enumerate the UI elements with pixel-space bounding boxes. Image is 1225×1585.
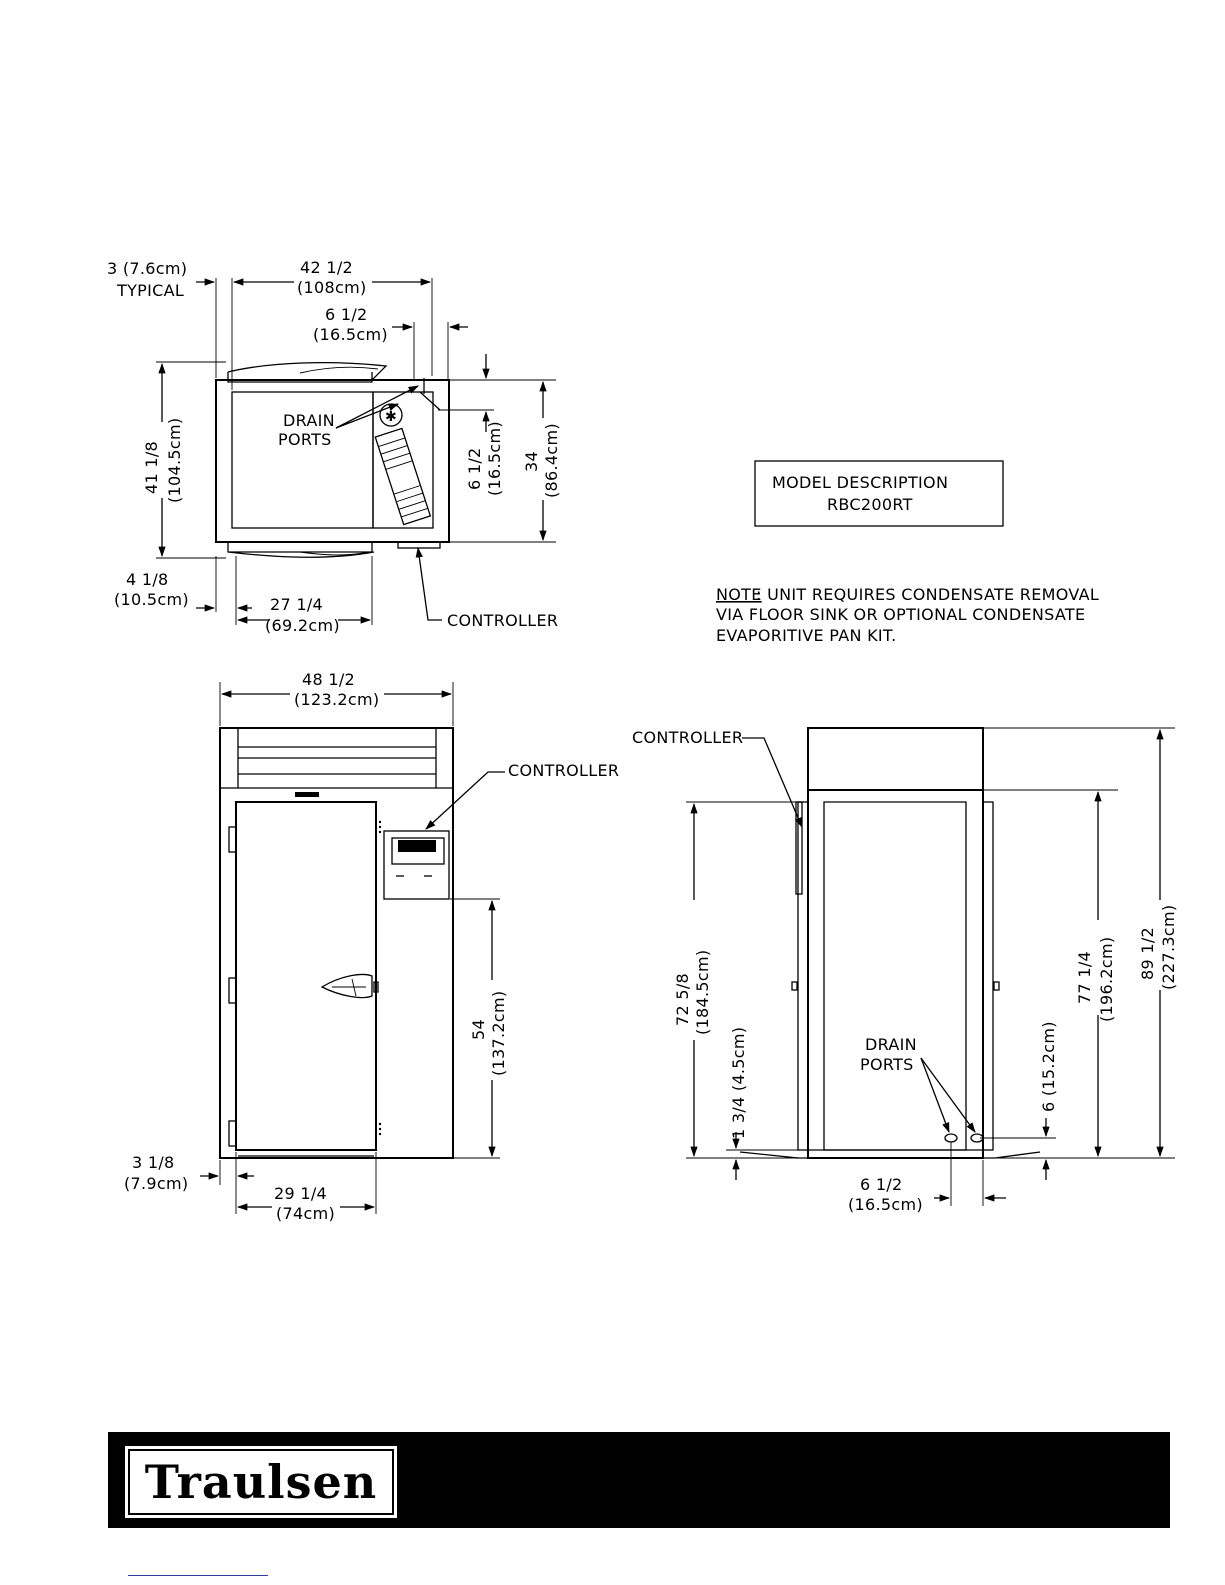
brand-name: Traulsen (144, 1455, 378, 1509)
top-controller-label: CONTROLLER (447, 611, 558, 630)
model-description-title: MODEL DESCRIPTION (772, 473, 948, 492)
side-controller-label: CONTROLLER (632, 728, 743, 747)
side-drain-ports-1: DRAIN (865, 1035, 917, 1054)
note-line-1: : UNIT REQUIRES CONDENSATE REMOVAL (756, 585, 1099, 604)
top-width-in: 42 1/2 (300, 258, 353, 277)
side-port-offset-in: 6 1/2 (860, 1175, 903, 1194)
front-width-cm: (123.2cm) (294, 690, 379, 709)
floor-offset-label: 1 3/4 (4.5cm) (729, 1027, 748, 1139)
side-offset-in: 3 1/8 (132, 1153, 175, 1172)
typical-label: TYPICAL (116, 281, 184, 300)
typical-offset-label: 3 (7.6cm) (107, 259, 187, 278)
side-offset-cm: (7.9cm) (124, 1174, 188, 1193)
top-view-door-swing-top (227, 361, 388, 383)
brand-footer-bar: Traulsen (108, 1432, 1170, 1528)
side-drain-ports-2: PORTS (860, 1055, 914, 1074)
svg-text:✱: ✱ (385, 409, 397, 425)
front-offset-cm: (10.5cm) (114, 590, 189, 609)
side-door-right (982, 801, 994, 1151)
port-offset-in: 6 1/2 (325, 305, 368, 324)
note-prefix: NOTE (716, 585, 762, 604)
body-height-in: 77 1/4 (1075, 951, 1094, 1004)
side-port-cm: (16.5cm) (485, 421, 504, 496)
traulsen-logo: Traulsen (123, 1444, 399, 1520)
door-height-cm: (184.5cm) (693, 950, 712, 1035)
top-depth-in: 41 1/8 (142, 441, 161, 494)
door-handle (320, 973, 373, 999)
side-body (807, 789, 984, 1159)
front-controller-panel (383, 830, 450, 900)
front-view: 48 1/2 (123.2cm) CONTROLLER 54 (137.2cm)… (124, 670, 619, 1223)
note-line-2: VIA FLOOR SINK OR OPTIONAL CONDENSATE (716, 605, 1085, 624)
drain-ports-label-1: DRAIN (283, 411, 335, 430)
evaporator-housing (372, 391, 434, 529)
overall-height-cm: (227.3cm) (1159, 905, 1178, 990)
front-controller-label: CONTROLLER (508, 761, 619, 780)
front-door-width-cm: (74cm) (276, 1204, 335, 1223)
front-width-in: 48 1/2 (302, 670, 355, 689)
condensate-note: NOTE : UNIT REQUIRES CONDENSATE REMOVAL … (716, 585, 1099, 645)
side-view: CONTROLLER 72 5/8 (184.5cm) 1 3/4 (4.5cm… (632, 727, 1178, 1214)
overall-height-in: 89 1/2 (1138, 927, 1157, 980)
front-offset-in: 4 1/8 (126, 570, 169, 589)
drain-ports-label-2: PORTS (278, 430, 332, 449)
top-view-door-swing-bottom (227, 542, 375, 558)
footer-link-underline[interactable] (128, 1575, 268, 1576)
door-height-in: 72 5/8 (673, 973, 692, 1026)
side-port-in: 6 1/2 (465, 447, 484, 490)
top-depth-cm: (104.5cm) (165, 418, 184, 503)
side-top-housing (807, 727, 984, 791)
front-door-width-in: 29 1/4 (274, 1184, 327, 1203)
door-width-cm: (69.2cm) (265, 616, 340, 635)
controller-height-cm: (137.2cm) (489, 991, 508, 1076)
body-depth-cm: (86.4cm) (542, 423, 561, 498)
side-drain-port-1 (944, 1133, 958, 1143)
body-height-cm: (196.2cm) (1097, 937, 1116, 1022)
top-view-cabinet (215, 379, 450, 543)
port-offset-cm: (16.5cm) (313, 325, 388, 344)
controller-height-in: 54 (469, 1019, 488, 1040)
model-number: RBC200RT (827, 495, 913, 514)
front-door (235, 801, 377, 1151)
side-door-left (797, 801, 809, 1151)
note-line-3: EVAPORITIVE PAN KIT. (716, 626, 896, 645)
top-view: ✱ (107, 258, 561, 635)
model-description-box: MODEL DESCRIPTION RBC200RT (754, 460, 1004, 527)
side-port-offset-cm: (16.5cm) (848, 1195, 923, 1214)
top-width-cm: (108cm) (297, 278, 367, 297)
body-depth-in: 34 (522, 451, 541, 472)
door-width-in: 27 1/4 (270, 595, 323, 614)
front-cabinet (219, 727, 454, 1159)
drain-height-label: 6 (15.2cm) (1039, 1021, 1058, 1112)
evaporator-coil (374, 427, 432, 526)
